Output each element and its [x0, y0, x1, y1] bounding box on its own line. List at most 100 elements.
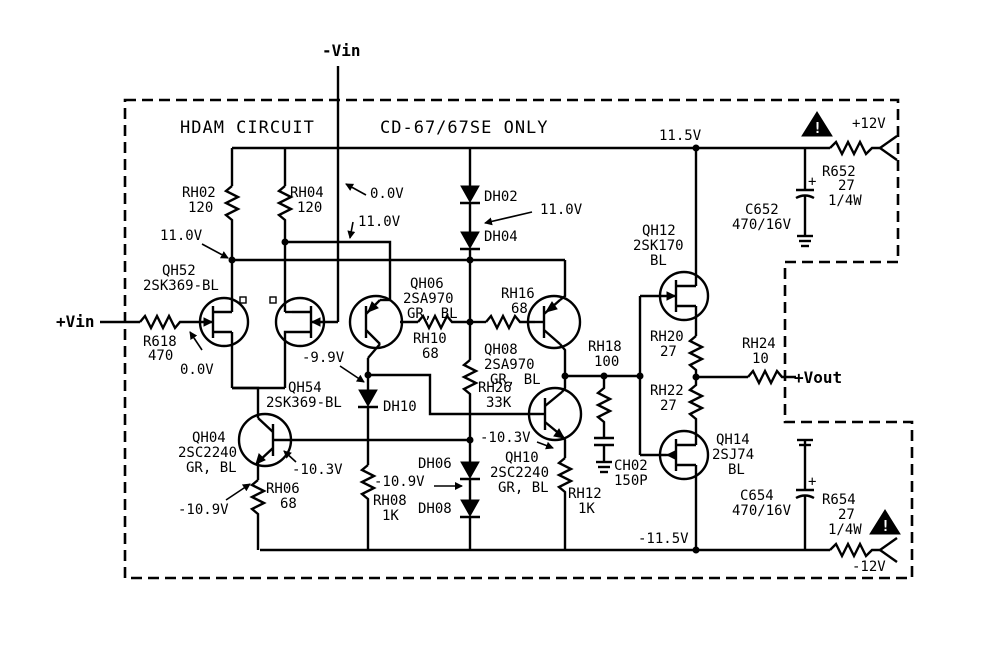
rh24-resistor — [747, 368, 796, 386]
svg-text:R654: R654 — [822, 492, 856, 508]
svg-text:RH10: RH10 — [413, 331, 447, 347]
rh06-label: RH06 68 — [266, 481, 300, 512]
svg-text:!: ! — [881, 517, 890, 535]
rh22-resistor — [687, 377, 705, 432]
rh06-resistor — [249, 479, 267, 550]
svg-text:1K: 1K — [578, 501, 595, 517]
negative-node-voltage: -11.5V — [638, 531, 689, 547]
svg-text:2SA970: 2SA970 — [484, 357, 535, 373]
rh26-label: RH26 33K — [478, 380, 512, 411]
positive-supply-label: +12V — [852, 116, 886, 132]
dh10-diode — [358, 389, 378, 409]
dh02-diode — [460, 185, 480, 205]
c652-label: C652 470/16V — [732, 202, 792, 233]
output-label: +Vout — [794, 368, 842, 387]
svg-text:RH26: RH26 — [478, 380, 512, 396]
dh06-diode — [460, 461, 480, 481]
svg-text:C654: C654 — [740, 488, 774, 504]
svg-text:2SC2240: 2SC2240 — [178, 445, 237, 461]
r618-resistor — [139, 313, 205, 331]
rh08-label: RH08 1K — [373, 493, 407, 524]
rh16-label: RH16 68 — [501, 286, 535, 317]
qh04-transistor — [232, 386, 470, 480]
svg-text:RH12: RH12 — [568, 486, 602, 502]
svg-text:27: 27 — [660, 398, 677, 414]
svg-text:RH02: RH02 — [182, 185, 216, 201]
rh26-resistor — [461, 359, 479, 440]
svg-text:100: 100 — [594, 354, 619, 370]
rh18-label: RH18 100 — [588, 339, 622, 370]
dh06-label: DH06 — [418, 456, 452, 472]
svg-text:QH14: QH14 — [716, 432, 750, 448]
rh24-label: RH24 10 — [742, 336, 776, 367]
svg-text:2SK369-BL: 2SK369-BL — [143, 278, 219, 294]
r618-label: R618 470 — [143, 334, 177, 364]
svg-text:470/16V: 470/16V — [732, 503, 792, 519]
svg-text:BL: BL — [650, 253, 667, 269]
qh10-transistor — [527, 376, 583, 458]
svg-text:QH04: QH04 — [192, 430, 226, 446]
qh08-label: QH08 2SA970 GR, BL — [484, 342, 541, 388]
rh04-label: RH04 120 — [290, 185, 324, 216]
rh12-label: RH12 1K — [568, 486, 602, 517]
qh06-label: QH06 2SA970 GR, BL — [403, 276, 458, 322]
qh12-jfet — [658, 148, 710, 336]
svg-text:R652: R652 — [822, 164, 856, 180]
rh02-label: RH02 120 — [182, 185, 216, 216]
rh22-label: RH22 27 — [650, 383, 684, 414]
left-node-voltage: 11.0V — [160, 228, 203, 244]
qh52-jfet — [198, 260, 250, 388]
rh12-resistor — [556, 457, 574, 550]
svg-text:RH06: RH06 — [266, 481, 300, 497]
ch02-label: CH02 150P — [614, 458, 648, 489]
svg-text:1K: 1K — [382, 508, 399, 524]
svg-text:RH04: RH04 — [290, 185, 324, 201]
negative-supply-label: -12V — [852, 559, 886, 575]
svg-text:GR, BL: GR, BL — [490, 372, 541, 388]
ch02-capacitor — [594, 436, 614, 474]
board-outline — [123, 98, 914, 580]
svg-text:2SA970: 2SA970 — [403, 291, 454, 307]
svg-text:GR, BL: GR, BL — [498, 480, 549, 496]
dh06-voltage: -10.9V — [374, 474, 425, 490]
svg-text:RH08: RH08 — [373, 493, 407, 509]
svg-text:470: 470 — [148, 348, 173, 364]
svg-text:DH02: DH02 — [484, 189, 518, 205]
qh12-label: QH12 2SK170 BL — [633, 223, 684, 269]
svg-text:QH08: QH08 — [484, 342, 518, 358]
c654-label: C654 470/16V — [732, 488, 792, 519]
svg-text:!: ! — [813, 119, 822, 137]
svg-text:QH52: QH52 — [162, 263, 196, 279]
svg-text:GR, BL: GR, BL — [186, 460, 237, 476]
svg-text:RH18: RH18 — [588, 339, 622, 355]
svg-text:RH22: RH22 — [650, 383, 684, 399]
qh04-label: QH04 2SC2240 GR, BL — [178, 430, 237, 476]
r652-label: R652 27 1/4W — [822, 164, 862, 209]
qh08-transistor — [526, 260, 582, 376]
svg-text:2SK170: 2SK170 — [633, 238, 684, 254]
qh52-gate-voltage: 0.0V — [180, 362, 214, 378]
svg-text:2SC2240: 2SC2240 — [490, 465, 549, 481]
svg-text:1/4W: 1/4W — [828, 193, 862, 209]
dh04-diode — [460, 231, 480, 251]
dh04-label: DH04 — [484, 229, 518, 245]
dh10-label: DH10 — [383, 399, 417, 415]
model-label: CD-67/67SE ONLY — [380, 118, 549, 138]
svg-text:BL: BL — [728, 462, 745, 478]
rh02-resistor — [223, 185, 241, 260]
svg-text:2SK369-BL: 2SK369-BL — [266, 395, 342, 411]
svg-text:27: 27 — [838, 178, 855, 194]
qh52-label: QH52 2SK369-BL — [143, 263, 219, 294]
input-positive-label: +Vin — [56, 312, 95, 331]
qh06-emitter-voltage: -9.9V — [302, 350, 345, 366]
svg-text:DH04: DH04 — [484, 229, 518, 245]
svg-text:1/4W: 1/4W — [828, 522, 862, 538]
rh20-label: RH20 27 — [650, 329, 684, 360]
dh02-voltage: 11.0V — [540, 202, 583, 218]
svg-text:DH08: DH08 — [418, 501, 452, 517]
r654-label: R654 27 1/4W — [822, 492, 862, 538]
c654-capacitor: + — [795, 438, 816, 550]
qh10-label: QH10 2SC2240 GR, BL — [490, 450, 549, 496]
svg-text:150P: 150P — [614, 473, 648, 489]
